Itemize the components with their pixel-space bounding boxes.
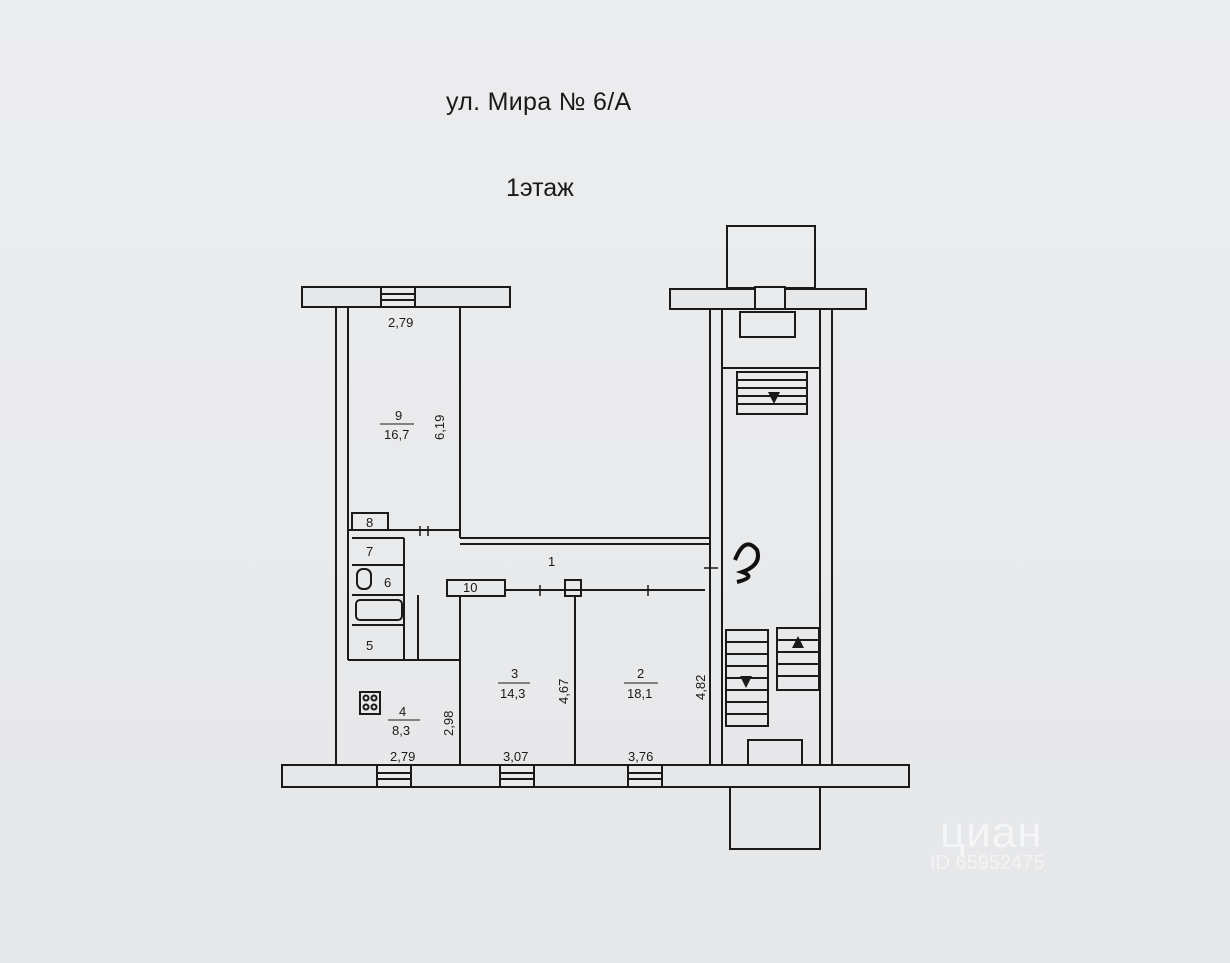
room-10-id: 10 — [463, 580, 477, 595]
window-room-9 — [380, 286, 416, 308]
floor-label: 1этаж — [506, 174, 574, 202]
room-4-area: 8,3 — [392, 723, 410, 738]
landing-bottom — [747, 739, 803, 766]
arrow-up-icon — [792, 636, 804, 648]
address-title: ул. Мира № 6/А — [446, 88, 632, 116]
arrow-down-icon — [768, 392, 780, 404]
room-3-area: 14,3 — [500, 686, 525, 701]
stove-icon — [359, 691, 381, 715]
stairs-lower-right — [776, 627, 820, 691]
room-8-id: 8 — [366, 515, 373, 530]
entrance-porch-top — [726, 225, 816, 289]
handwritten-mark — [733, 542, 760, 584]
room-7-id: 7 — [366, 544, 373, 559]
bathtub-icon — [355, 599, 403, 621]
dim-r9-width: 2,79 — [388, 315, 413, 330]
wall-bottom — [281, 764, 910, 788]
dim-r9-length: 6,19 — [432, 415, 447, 440]
watermark-brand: циан — [940, 808, 1043, 857]
dim-r3-length: 4,67 — [556, 679, 571, 704]
room-10-box — [446, 579, 506, 597]
dim-r4-width: 2,79 — [390, 749, 415, 764]
room-9-id: 9 — [395, 408, 402, 423]
stairs-upper — [736, 371, 808, 415]
landing-top — [739, 311, 796, 338]
room-4-id: 4 — [399, 704, 406, 719]
room-2-id: 2 — [637, 666, 644, 681]
watermark-id: ID 65952475 — [930, 852, 1045, 874]
dim-r3-width: 3,07 — [503, 749, 528, 764]
room-6-id: 6 — [384, 575, 391, 590]
stair-arrows — [740, 392, 804, 688]
room-3-id: 3 — [511, 666, 518, 681]
dim-r2-length: 4,82 — [693, 675, 708, 700]
room-5-id: 5 — [366, 638, 373, 653]
arrow-down-icon — [740, 676, 752, 688]
dim-r2-width: 3,76 — [628, 749, 653, 764]
window-room-2 — [627, 764, 663, 788]
room-1-id: 1 — [548, 554, 555, 569]
window-room-4 — [376, 764, 412, 788]
room-9-area: 16,7 — [384, 427, 409, 442]
entrance-porch-bottom — [729, 786, 821, 850]
column-box — [564, 579, 582, 597]
room-8-box — [351, 512, 389, 531]
room-2-area: 18,1 — [627, 686, 652, 701]
toilet-icon — [356, 568, 372, 590]
window-room-3 — [499, 764, 535, 788]
dim-r4-height: 2,98 — [441, 711, 456, 736]
